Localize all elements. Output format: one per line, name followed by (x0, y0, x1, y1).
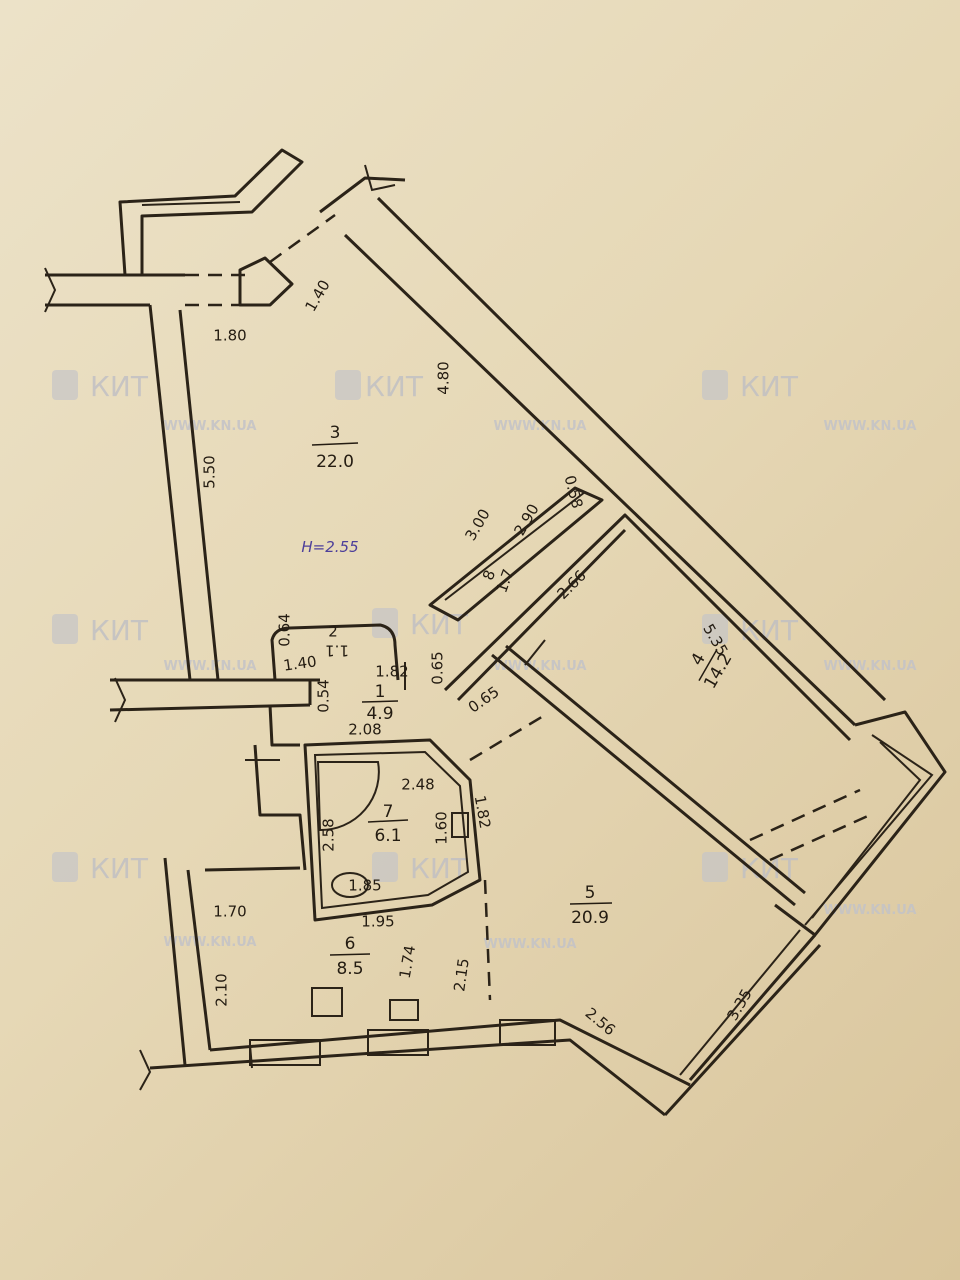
watermark-logo: КИТ (52, 852, 149, 885)
dimension: 1.80 (213, 327, 246, 345)
dimension: 2.58 (320, 818, 338, 851)
dimension: 5.50 (201, 455, 219, 488)
svg-text:20.9: 20.9 (571, 908, 609, 928)
watermark-url: WWW.KN.UA (823, 419, 916, 434)
svg-text:6: 6 (345, 934, 356, 954)
dimension: 4.80 (435, 361, 453, 394)
dimension: 1.74 (396, 944, 420, 980)
dimension: 2.10 (213, 973, 231, 1006)
svg-text:1.1: 1.1 (325, 642, 349, 660)
dimension: 3.35 (723, 986, 755, 1024)
walls (44, 148, 947, 1117)
dimension: 0.64 (276, 613, 294, 646)
svg-text:5: 5 (585, 883, 596, 903)
svg-text:КИТ: КИТ (90, 852, 149, 885)
dimension: 3.00 (461, 506, 493, 544)
dimension: 2.48 (401, 776, 434, 794)
dimension: 0.54 (315, 679, 333, 712)
svg-text:22.0: 22.0 (316, 452, 354, 472)
svg-text:3: 3 (330, 423, 341, 443)
watermark-logo: КИТ (52, 370, 149, 403)
ceiling-height: H=2.55 (301, 538, 358, 556)
watermarks: КИТ КИТ КИТ КИТ КИТ КИТ КИТ КИТ КИТ WWW.… (52, 370, 917, 952)
svg-text:КИТ: КИТ (410, 608, 469, 641)
room-5-label: 5 20.9 (569, 883, 613, 928)
svg-text:4.9: 4.9 (366, 704, 393, 724)
svg-text:КИТ: КИТ (90, 370, 149, 403)
svg-text:КИТ: КИТ (410, 852, 469, 885)
svg-text:1.7: 1.7 (492, 567, 517, 596)
svg-text:7: 7 (383, 802, 394, 822)
watermark-url: WWW.KN.UA (493, 419, 586, 434)
dimension: 1.40 (301, 277, 333, 315)
svg-text:КИТ: КИТ (90, 614, 149, 647)
room-2-label: 2 1.1 (325, 623, 349, 660)
svg-text:1: 1 (375, 682, 386, 702)
dimension: 2.15 (450, 957, 472, 993)
watermark-logo: КИТ (335, 370, 424, 403)
watermark-url: WWW.KN.UA (483, 937, 576, 952)
room-7-label: 7 6.1 (367, 802, 409, 846)
dimension: 2.08 (348, 721, 381, 739)
watermark-url: WWW.KN.UA (823, 903, 916, 918)
dimension: 0.58 (560, 473, 586, 510)
svg-text:8.5: 8.5 (336, 959, 363, 979)
room-8-label: 8 1.7 (479, 567, 518, 596)
watermark-logo: КИТ (372, 608, 469, 641)
dimension: 1.95 (361, 913, 394, 931)
svg-text:2: 2 (328, 623, 338, 641)
watermark-url: WWW.KN.UA (493, 659, 586, 674)
watermark-url: WWW.KN.UA (163, 935, 256, 950)
dimension: 1.82 (471, 794, 495, 830)
dimension: 1.40 (282, 652, 318, 674)
svg-text:6.1: 6.1 (374, 826, 401, 846)
watermark-logo: КИТ (52, 614, 149, 647)
svg-text:КИТ: КИТ (740, 370, 799, 403)
watermark-url: WWW.KN.UA (163, 659, 256, 674)
dimension: 0.65 (429, 651, 447, 684)
watermark-url: WWW.KN.UA (163, 419, 256, 434)
watermark-logo: КИТ (702, 370, 799, 403)
room-6-label: 6 8.5 (329, 934, 371, 979)
room-1-label: 1 4.9 (361, 682, 399, 724)
dimension: 1.60 (433, 811, 451, 844)
dimension: 1.85 (348, 877, 381, 895)
watermark-url: WWW.KN.UA (823, 659, 916, 674)
dimension: 1.70 (213, 903, 246, 921)
watermark-logo: КИТ (372, 852, 469, 885)
dimension: 1.82 (375, 663, 408, 681)
svg-text:КИТ: КИТ (365, 370, 424, 403)
room-3-label: 3 22.0 (311, 423, 359, 472)
